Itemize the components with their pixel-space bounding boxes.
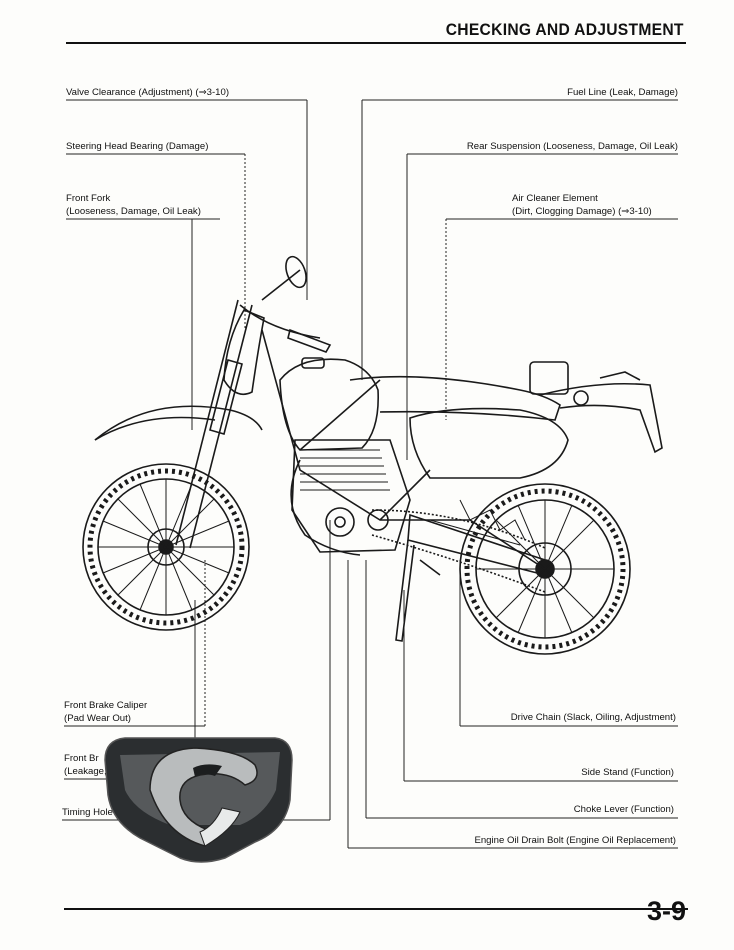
label-rear-suspension: Rear Suspension (Looseness, Damage, Oil … [466,141,678,152]
page-title: CHECKING AND ADJUSTMENT [445,20,684,39]
viper-badge-icon [104,737,293,863]
label-side-stand: Side Stand (Function) [581,767,674,778]
label-fuel-line: Fuel Line (Leak, Damage) [567,87,678,98]
page-number: 3-9 [646,896,686,926]
label-front-brake-caliper: Front Brake Caliper (Pad Wear Out) [64,700,148,724]
label-timing-hole: Timing Hole C [62,807,123,818]
label-air-cleaner: Air Cleaner Element (Dirt, Clogging Dama… [512,193,652,217]
footer-rule [64,908,688,910]
label-front-brake: Front Br (Leakage, [64,753,107,777]
motorcycle-illustration [82,255,663,655]
label-front-fork: Front Fork (Looseness, Damage, Oil Leak) [66,193,201,217]
label-engine-oil-drain: Engine Oil Drain Bolt (Engine Oil Replac… [474,835,676,846]
label-steering-head: Steering Head Bearing (Damage) [66,141,209,152]
label-drive-chain: Drive Chain (Slack, Oiling, Adjustment) [510,712,676,723]
label-choke-lever: Choke Lever (Function) [573,804,674,815]
label-valve-clearance: Valve Clearance (Adjustment) (⇒3-10) [66,87,230,98]
header-rule [66,42,686,44]
